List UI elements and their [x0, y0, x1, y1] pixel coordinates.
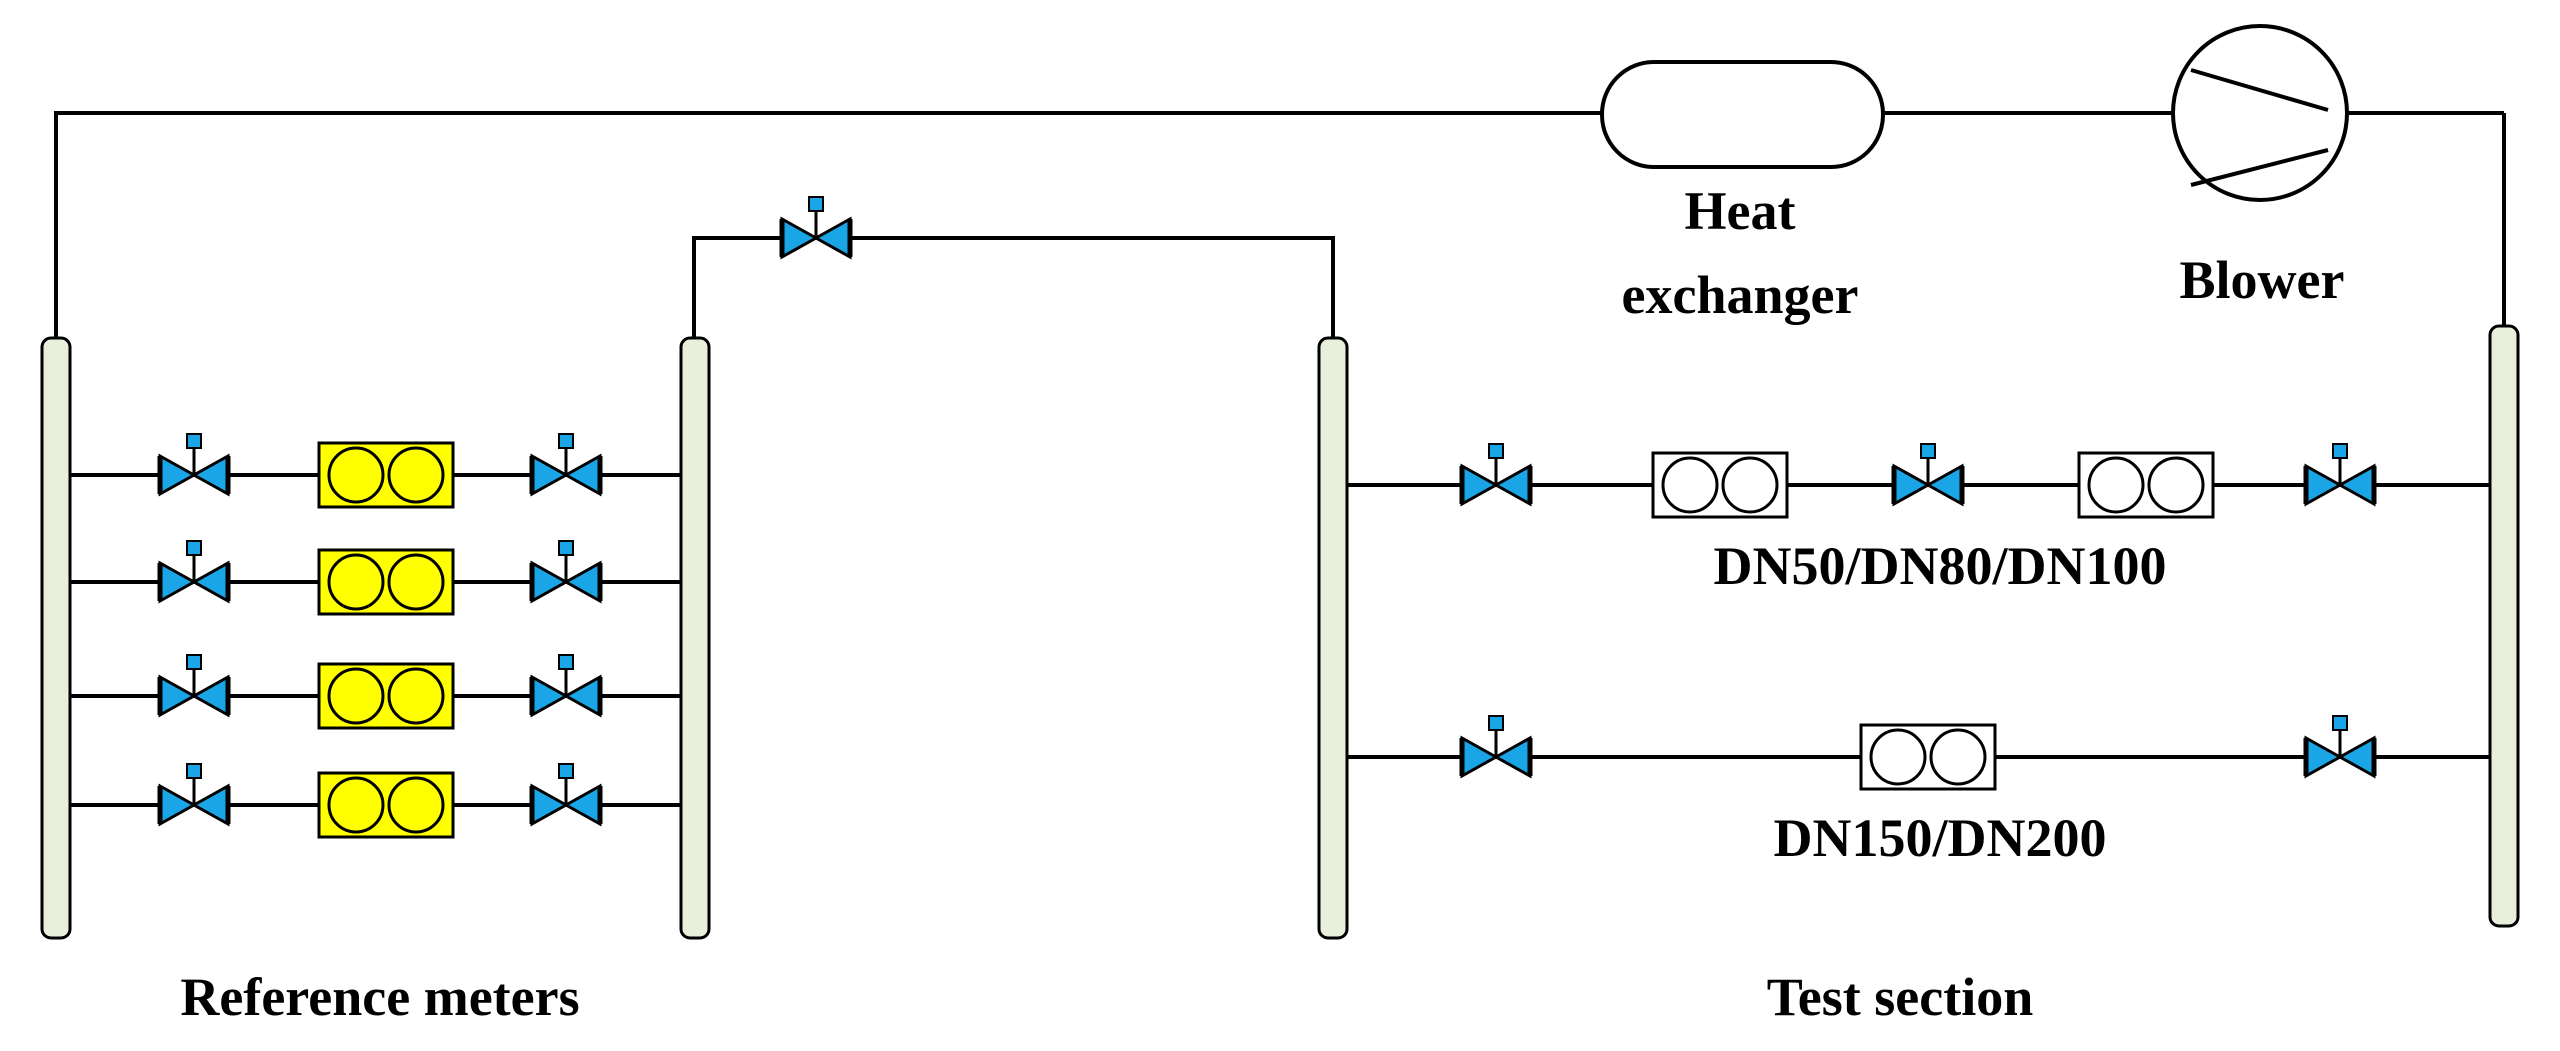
blower-label: Blower: [2179, 250, 2345, 310]
valve-icon: [532, 434, 600, 494]
heat-exchanger-icon: [1600, 60, 1885, 169]
meter-icon: [1859, 723, 1997, 791]
valve-icon: [160, 434, 228, 494]
heat-exchanger-label-line1: Heat: [1684, 181, 1796, 241]
reference-line-4: [160, 764, 600, 839]
valve-icon: [532, 764, 600, 824]
valve-icon: [532, 541, 600, 601]
reference-outlet-header: [679, 336, 711, 940]
meter-icon: [317, 441, 455, 509]
test-line-upper: [1462, 444, 2374, 519]
manifold-headers: [40, 324, 2520, 940]
crossover-pipe: [692, 236, 1335, 340]
crossover-valve-icon: [782, 197, 850, 257]
blower-icon: [2171, 24, 2349, 202]
valve-icon: [2306, 444, 2374, 504]
test-inlet-header: [1317, 336, 1349, 940]
meter-icon: [317, 662, 455, 730]
valve-icon: [1462, 444, 1530, 504]
meter-icon: [1651, 451, 1789, 519]
valve-icon: [160, 655, 228, 715]
return-pipe: [54, 111, 2506, 340]
reference-line-3: [160, 655, 600, 730]
meter-icon: [317, 771, 455, 839]
reference-meters-label: Reference meters: [180, 967, 580, 1027]
valve-icon: [1462, 716, 1530, 776]
reference-inlet-header: [40, 336, 72, 940]
test-lines: [1333, 483, 2504, 759]
reference-line-2: [160, 541, 600, 616]
valve-icon: [160, 764, 228, 824]
reference-line-1: [160, 434, 600, 509]
test-line-lower: [1462, 716, 2374, 791]
valve-icon: [532, 655, 600, 715]
test-outlet-header: [2488, 324, 2520, 928]
test-line-upper-label: DN50/DN80/DN100: [1713, 536, 2167, 596]
meter-icon: [2077, 451, 2215, 519]
valve-icon: [160, 541, 228, 601]
valve-icon: [1894, 444, 1962, 504]
heat-exchanger-label-line2: exchanger: [1621, 265, 1859, 325]
test-line-lower-label: DN150/DN200: [1773, 808, 2107, 868]
meter-icon: [317, 548, 455, 616]
test-section-label: Test section: [1766, 967, 2034, 1027]
valve-icon: [2306, 716, 2374, 776]
reference-lines: [56, 473, 694, 807]
